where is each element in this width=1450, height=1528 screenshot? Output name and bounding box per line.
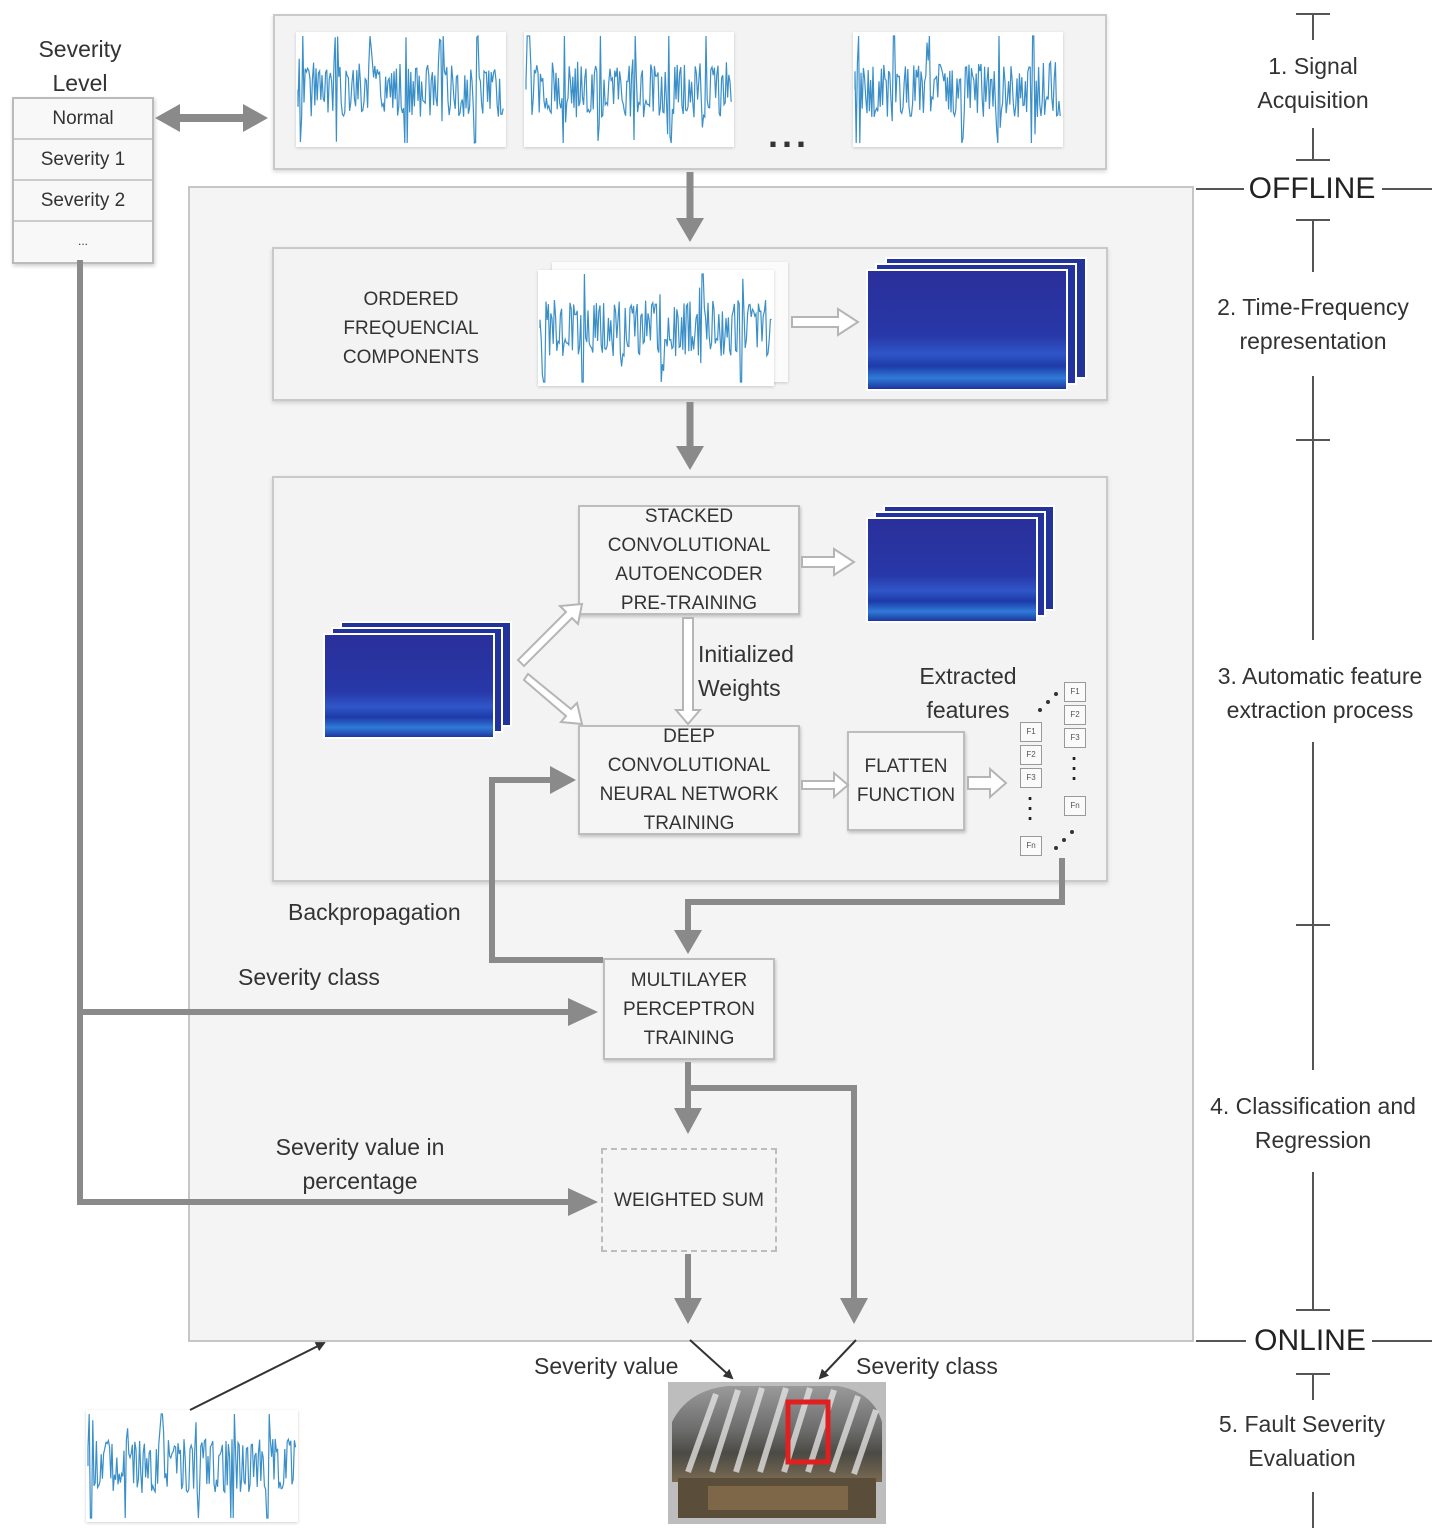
stage1-label: 1. Signal Acquisition [1257, 49, 1368, 117]
deep-cnn-training-box: DEEP CONVOLUTIONAL NEURAL NETWORK TRAINI… [578, 725, 800, 835]
input-spectrogram-stack [323, 621, 512, 739]
signal-waveform-1 [296, 32, 506, 147]
signal-waveform-2 [524, 32, 734, 147]
stage4-line1: 4. Classification and [1210, 1093, 1416, 1119]
sev-pct-line2: percentage [302, 1168, 418, 1194]
sae-output-spectrogram-stack [866, 505, 1055, 623]
dcnn-line2: CONVOLUTIONAL [607, 755, 771, 776]
feature-right-dots: ··· [1069, 741, 1079, 792]
ordered-frequencial-components-label: ORDERED FREQUENCIAL COMPONENTS [318, 285, 504, 372]
stage1-line1: 1. Signal [1268, 53, 1358, 79]
severity-row-normal: Normal [14, 99, 152, 140]
feature-right-f1: F1 [1064, 682, 1086, 702]
feature-left-f1: F1 [1020, 722, 1042, 742]
feature-right-fn: Fn [1064, 796, 1086, 816]
severity-signal-double-arrow [155, 104, 268, 132]
severity-level-title-line2: Level [52, 70, 108, 96]
tf-spectrogram-stack [866, 257, 1087, 391]
stage2-line1: 2. Time-Frequency [1217, 294, 1409, 320]
output-severity-value-label: Severity value [534, 1353, 679, 1379]
flatten-line2: FUNCTION [856, 785, 956, 806]
gear-photo [668, 1382, 886, 1524]
severity-level-title: Severity Level [30, 32, 130, 100]
initialized-weights-label: Initialized Weights [698, 637, 794, 705]
stage3-label: 3. Automatic feature extraction process [1218, 659, 1423, 727]
init-weights-line2: Weights [698, 675, 781, 701]
stage5-label: 5. Fault Severity Evaluation [1219, 1407, 1385, 1475]
severity-row-more: ... [14, 222, 152, 262]
extracted-features-label: Extracted features [900, 659, 1036, 727]
tf-line2: FREQUENCIAL [343, 318, 479, 339]
dcnn-line3: NEURAL NETWORK [599, 784, 779, 805]
dcnn-line4: TRAINING [643, 813, 735, 834]
severity-value-percentage-label: Severity value in percentage [248, 1130, 472, 1198]
flatten-line1: FLATTEN [864, 756, 948, 777]
extracted-line2: features [926, 697, 1010, 723]
flatten-function-box: FLATTEN FUNCTION [847, 731, 965, 831]
sae-line3: AUTOENCODER [615, 564, 763, 585]
stage5-line1: 5. Fault Severity [1218, 1411, 1386, 1437]
severity-class-input-label: Severity class [238, 964, 380, 990]
dcnn-line1: DEEP [663, 726, 715, 747]
output-severity-class-label: Severity class [856, 1353, 998, 1379]
timeline-axis [1196, 13, 1432, 1528]
stage2-line2: representation [1239, 328, 1387, 354]
stage4-line2: Regression [1254, 1127, 1372, 1153]
stage4-label: 4. Classification and Regression [1210, 1089, 1416, 1157]
stage3-line1: 3. Automatic feature [1217, 663, 1423, 689]
mlp-line2: PERCEPTRON [623, 998, 755, 1020]
sae-line4: PRE-TRAINING [620, 593, 758, 614]
weighted-sum-box: WEIGHTED SUM [601, 1148, 777, 1252]
tf-line3: COMPONENTS [342, 347, 480, 368]
signals-ellipsis: ... [768, 114, 811, 155]
tf-signal-waveform [538, 270, 774, 386]
online-signal-waveform [86, 1410, 298, 1522]
extracted-line1: Extracted [919, 663, 1017, 689]
sev-pct-line1: Severity value in [275, 1134, 445, 1160]
stage1-line2: Acquisition [1257, 87, 1369, 113]
severity-row-2: Severity 2 [14, 181, 152, 222]
online-marker: ONLINE [1254, 1324, 1366, 1357]
weighted-sum-text: WEIGHTED SUM [614, 1189, 764, 1211]
stacked-conv-autoencoder-box: STACKED CONVOLUTIONAL AUTOENCODER PRE-TR… [578, 505, 800, 615]
sae-line2: CONVOLUTIONAL [607, 535, 771, 556]
mlp-line3: TRAINING [643, 1027, 735, 1049]
mlp-training-box: MULTILAYER PERCEPTRON TRAINING [603, 958, 775, 1060]
feature-right-f2: F2 [1064, 705, 1086, 725]
feature-left-f3: F3 [1020, 768, 1042, 788]
stage3-line2: extraction process [1226, 697, 1414, 723]
backpropagation-label: Backpropagation [288, 899, 461, 925]
stage5-line2: Evaluation [1248, 1445, 1356, 1471]
mlp-line1: MULTILAYER [630, 969, 748, 991]
feature-right-f3: F3 [1064, 728, 1086, 748]
tf-line1: ORDERED [363, 289, 459, 310]
severity-level-title-line1: Severity [38, 36, 122, 62]
severity-level-table: Normal Severity 1 Severity 2 ... [12, 97, 154, 264]
feature-left-fn: Fn [1020, 836, 1042, 856]
sae-line1: STACKED [644, 506, 734, 527]
offline-marker: OFFLINE [1248, 172, 1376, 205]
stage2-label: 2. Time-Frequency representation [1217, 290, 1409, 358]
feature-left-f2: F2 [1020, 745, 1042, 765]
signal-waveform-n [853, 32, 1063, 147]
severity-row-1: Severity 1 [14, 140, 152, 181]
init-weights-line1: Initialized [698, 641, 794, 667]
feature-left-dots: ··· [1025, 781, 1035, 832]
